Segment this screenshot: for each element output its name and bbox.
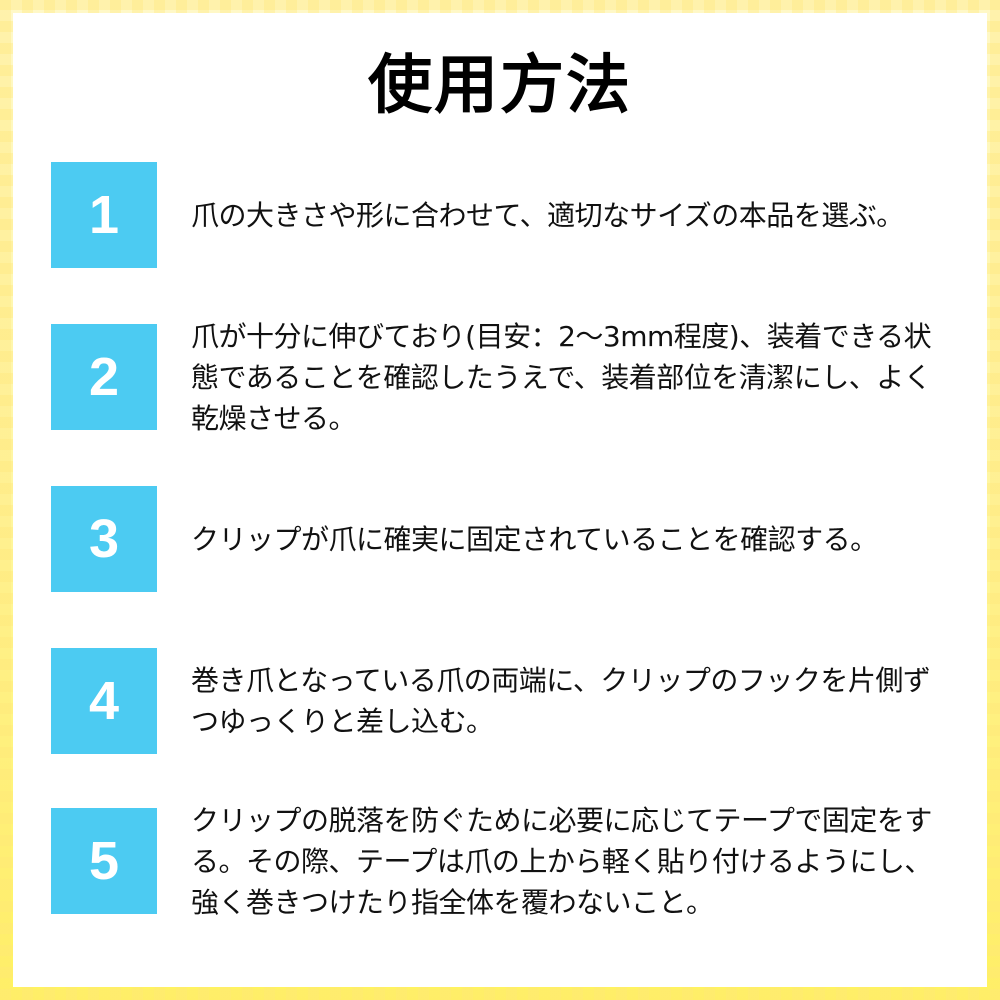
step-number-badge: 4 [51, 648, 157, 754]
step-1: 1 爪の大きさや形に合わせて、適切なサイズの本品を選ぶ。 [51, 162, 951, 268]
content-panel [13, 13, 987, 987]
step-4: 4 巻き爪となっている爪の両端に、クリップのフックを片側ずつゆっくりと差し込む。 [51, 648, 951, 754]
step-number-badge: 2 [51, 324, 157, 430]
step-instruction: クリップが爪に確実に固定されていることを確認する。 [191, 486, 951, 592]
step-instruction: クリップの脱落を防ぐために必要に応じてテープで固定をする。その際、テープは爪の上… [191, 804, 951, 919]
page-title: 使用方法 [368, 49, 632, 123]
step-number-badge: 5 [51, 808, 157, 914]
step-2: 2 爪が十分に伸びており(目安：2〜3mm程度)、装着できる状態であることを確認… [51, 320, 951, 435]
step-instruction-text: クリップの脱落を防ぐために必要に応じてテープで固定をする。その際、テープは爪の上… [191, 803, 932, 919]
step-instruction-text: 爪の大きさや形に合わせて、適切なサイズの本品を選ぶ。 [191, 198, 904, 232]
step-instruction-text: 爪が十分に伸びており(目安：2〜3mm程度)、装着できる状態であることを確認した… [191, 319, 932, 435]
step-instruction: 爪が十分に伸びており(目安：2〜3mm程度)、装着できる状態であることを確認した… [191, 320, 951, 435]
step-instruction: 爪の大きさや形に合わせて、適切なサイズの本品を選ぶ。 [191, 162, 951, 268]
step-instruction-text: クリップが爪に確実に固定されていることを確認する。 [191, 522, 878, 556]
step-instruction-text: 巻き爪となっている爪の両端に、クリップのフックを片側ずつゆっくりと差し込む。 [191, 664, 931, 738]
step-instruction: 巻き爪となっている爪の両端に、クリップのフックを片側ずつゆっくりと差し込む。 [191, 648, 951, 754]
step-3: 3 クリップが爪に確実に固定されていることを確認する。 [51, 486, 951, 592]
step-5: 5 クリップの脱落を防ぐために必要に応じてテープで固定をする。その際、テープは爪… [51, 804, 951, 919]
step-number-badge: 3 [51, 486, 157, 592]
step-number-badge: 1 [51, 162, 157, 268]
